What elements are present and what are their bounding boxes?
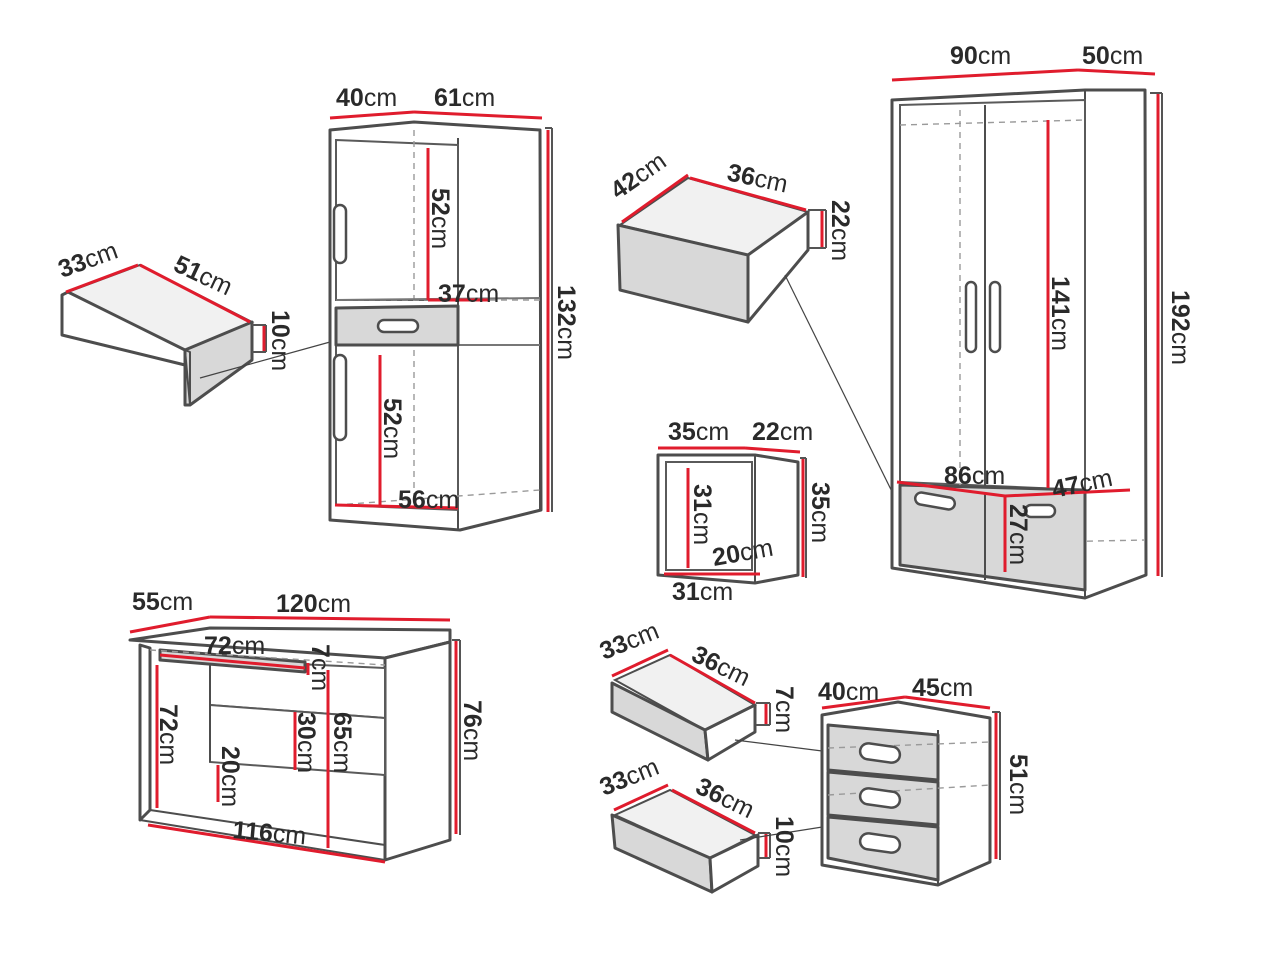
cube-inner-height-label: 31cm <box>688 484 716 545</box>
cube-inner-width-label: 31cm <box>672 578 733 606</box>
small-drawer-drawing <box>610 648 831 762</box>
desk-depth-label: 55cm <box>132 588 193 616</box>
large-drawer-depth-label: 33cm <box>596 753 663 802</box>
cube-height-label: 35cm <box>806 482 834 543</box>
chest-drawing <box>820 695 1001 887</box>
chest-width-label: 45cm <box>912 674 973 702</box>
large-drawer-height-label: 10cm <box>770 816 798 877</box>
wardrobe-drawer-space-label: 27cm <box>1004 504 1032 565</box>
wardrobe-inner-height-label: 141cm <box>1046 276 1074 351</box>
cabinet-drawer-height-label: 10cm <box>266 310 294 371</box>
wardrobe-drawer-height-label: 22cm <box>826 200 854 261</box>
wardrobe-inner-width-label: 86cm <box>944 462 1005 490</box>
desk-inner-width-label: 116cm <box>231 816 307 850</box>
wardrobe-width-label: 90cm <box>950 42 1011 70</box>
desk-tray-width-label: 72cm <box>204 632 265 660</box>
desk-height-label: 76cm <box>458 700 486 761</box>
wardrobe-drawer-width-label: 36cm <box>725 158 791 198</box>
large-drawer-drawing <box>610 783 836 894</box>
desk-shelf-height-label: 30cm <box>292 712 320 773</box>
cabinet-drawing <box>328 110 553 532</box>
desk-lower-height-label: 20cm <box>216 746 244 807</box>
cabinet-lower-height-label: 52cm <box>378 398 406 459</box>
desk-drawing <box>128 615 461 864</box>
cabinet-drawer-drawing <box>60 263 331 407</box>
chest-depth-label: 40cm <box>818 678 879 706</box>
cabinet-shelf-depth-label: 37cm <box>438 280 499 308</box>
small-drawer-height-label: 7cm <box>770 686 798 733</box>
chest-height-label: 51cm <box>1004 754 1032 815</box>
cube-inner-depth-label: 20cm <box>710 534 775 572</box>
cabinet-width-label: 61cm <box>434 84 495 112</box>
cabinet-depth-label: 40cm <box>336 84 397 112</box>
desk-tray-height-label: 7cm <box>306 644 334 691</box>
cabinet-inner-width-label: 56cm <box>398 486 459 514</box>
wardrobe-depth-label: 50cm <box>1082 42 1143 70</box>
cube-depth-label: 22cm <box>752 418 813 446</box>
desk-width-label: 120cm <box>276 590 351 618</box>
cube-drawing <box>656 446 807 585</box>
desk-left-height-label: 72cm <box>154 704 182 765</box>
wardrobe-drawing <box>890 68 1163 600</box>
cabinet-height-label: 132cm <box>552 285 580 360</box>
cabinet-upper-height-label: 52cm <box>426 188 454 249</box>
desk-right-inner-height-label: 65cm <box>328 712 356 773</box>
wardrobe-height-label: 192cm <box>1166 290 1194 365</box>
wardrobe-inner-depth-label: 47cm <box>1049 464 1115 504</box>
cube-width-label: 35cm <box>668 418 729 446</box>
wardrobe-drawer-drawing <box>616 173 906 519</box>
